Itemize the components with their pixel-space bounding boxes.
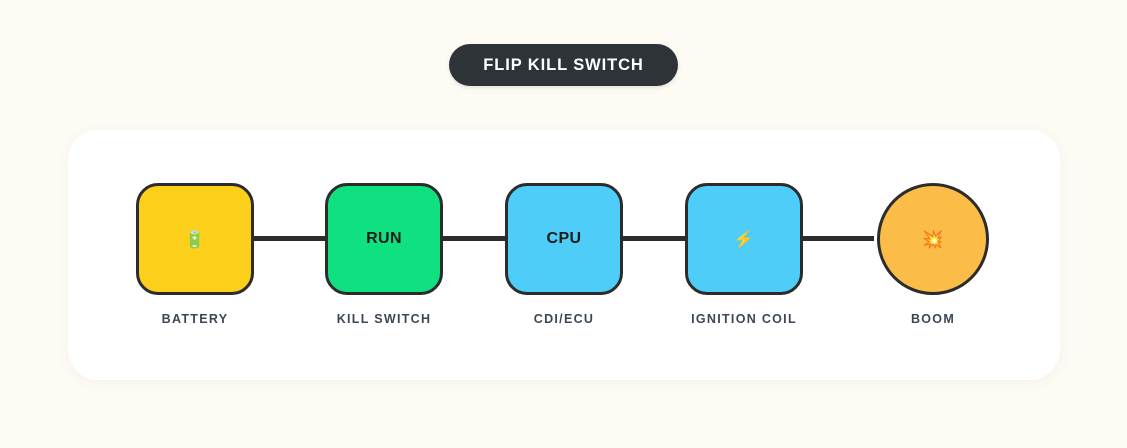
node-battery[interactable]: 🔋 bbox=[136, 183, 254, 295]
node-label-battery: BATTERY bbox=[161, 312, 229, 326]
node-group-cdi-ecu[interactable]: CPU CDI/ECU bbox=[505, 183, 623, 326]
lightning-bolt-icon: ⚡ bbox=[733, 229, 755, 249]
node-group-ignition-coil[interactable]: ⚡ IGNITION COIL bbox=[685, 183, 803, 326]
node-group-battery[interactable]: 🔋 BATTERY bbox=[136, 183, 254, 326]
ignition-flow-diagram: 🔋 BATTERY RUN KILL SWITCH CPU CDI/ECU ⚡ bbox=[68, 130, 1060, 380]
node-group-boom[interactable]: 💥 BOOM bbox=[874, 183, 992, 326]
node-label-ignition-coil: IGNITION COIL bbox=[691, 312, 797, 326]
node-group-kill-switch[interactable]: RUN KILL SWITCH bbox=[325, 183, 443, 326]
connector-kill-switch-to-cdi-ecu bbox=[443, 236, 505, 241]
node-label-cdi-ecu: CDI/ECU bbox=[533, 312, 595, 326]
diagram-card: 🔋 BATTERY RUN KILL SWITCH CPU CDI/ECU ⚡ bbox=[68, 130, 1060, 380]
node-state-text-cdi-ecu: CPU bbox=[546, 230, 582, 247]
node-ignition-coil[interactable]: ⚡ bbox=[685, 183, 803, 295]
battery-icon: 🔋 bbox=[184, 229, 206, 249]
connector-ignition-coil-to-boom bbox=[803, 236, 874, 241]
node-boom[interactable]: 💥 bbox=[877, 183, 989, 295]
explosion-icon: 💥 bbox=[922, 229, 944, 249]
node-kill-switch[interactable]: RUN bbox=[325, 183, 443, 295]
connector-battery-to-kill-switch bbox=[254, 236, 325, 241]
node-cdi-ecu[interactable]: CPU bbox=[505, 183, 623, 295]
toolbar: FLIP KILL SWITCH bbox=[0, 0, 1127, 130]
flip-kill-switch-button[interactable]: FLIP KILL SWITCH bbox=[449, 44, 678, 86]
node-label-kill-switch: KILL SWITCH bbox=[336, 312, 432, 326]
connector-cdi-ecu-to-ignition-coil bbox=[623, 236, 685, 241]
node-state-text-kill-switch: RUN bbox=[366, 230, 402, 247]
node-label-boom: BOOM bbox=[910, 312, 956, 326]
